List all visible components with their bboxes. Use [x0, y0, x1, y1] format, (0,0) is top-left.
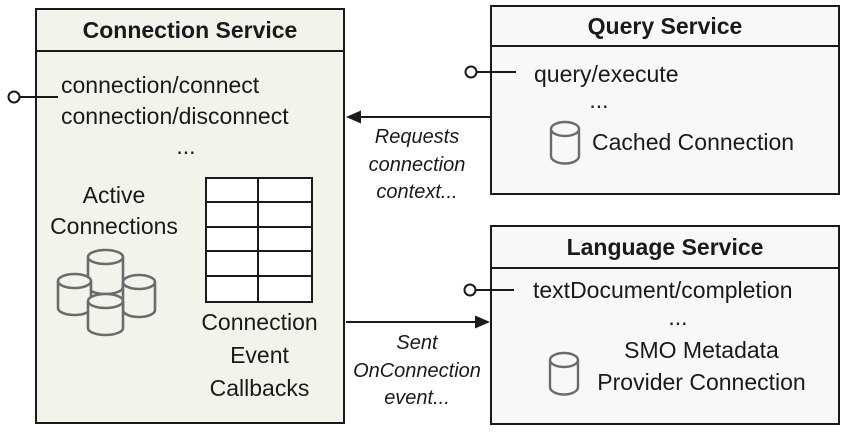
connection-service-title: Connection Service [37, 10, 343, 52]
language-service-box: Language Service textDocument/completion… [490, 225, 840, 425]
method-textdocument-completion: textDocument/completion [533, 277, 793, 303]
method-query-execute: query/execute [534, 61, 679, 87]
method-connection-connect: connection/connect [61, 72, 260, 98]
language-service-title: Language Service [492, 227, 838, 269]
requests-context-arrow [346, 110, 490, 124]
language-methods-ellipsis: ... [668, 304, 688, 330]
database-icon [549, 120, 581, 165]
callback-table-grid [205, 177, 313, 303]
smo-metadata-provider-connection-label: SMO Metadata Provider Connection [597, 337, 806, 395]
query-methods-ellipsis: ... [589, 87, 609, 113]
query-service-box: Query Service query/execute ... Cached C… [490, 5, 840, 195]
connection-event-callbacks-label: Connection Event Callbacks [201, 309, 318, 401]
sent-event-arrow [346, 315, 490, 329]
requests-connection-context-label: Requests connection context... [368, 126, 466, 203]
method-connection-disconnect: connection/disconnect [61, 103, 289, 129]
connection-service-box: Connection Service connection/connect co… [35, 8, 345, 424]
database-cluster-icon [56, 248, 157, 337]
sent-onconnection-event-label: Sent OnConnection event... [353, 332, 481, 409]
connection-methods: connection/connect connection/disconnect [61, 70, 289, 132]
database-icon [548, 351, 580, 396]
active-connections-label: Active Connections [50, 182, 178, 239]
cached-connection-label: Cached Connection [592, 129, 795, 155]
query-service-title: Query Service [492, 7, 838, 47]
connection-methods-ellipsis: ... [176, 133, 196, 159]
